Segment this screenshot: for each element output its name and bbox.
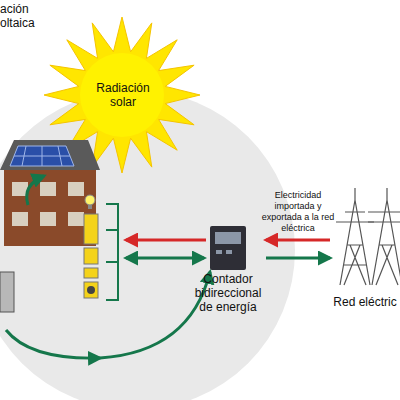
meter-node: Contador bidireccional de energía [190, 222, 266, 314]
node-text: ación oltaica [0, 2, 60, 30]
sun-circle: Radiación solar [88, 72, 158, 118]
import-connector [266, 239, 330, 242]
export-connector [266, 257, 330, 260]
solar-flow-arrow [27, 176, 44, 205]
node-text: Radiación solar [88, 81, 158, 109]
transmission-towers [336, 188, 400, 285]
house-label-node: ación oltaica [0, 2, 60, 242]
meter-flow-arrow [100, 272, 210, 358]
grid-node: Red eléctric [330, 185, 400, 309]
electrical-panel [84, 195, 118, 300]
house [0, 140, 100, 246]
sun-disc [80, 53, 164, 137]
inverter-flow-arrow [6, 330, 100, 358]
edge-label: Electricidad importada y exportada a la … [256, 190, 340, 234]
import-arrow [126, 239, 206, 242]
node-text: Contador bidireccional de energía [190, 272, 266, 314]
inverter-symbol [0, 272, 14, 312]
supply-arrow [126, 257, 204, 260]
node-text: Red eléctric [333, 295, 396, 309]
meter-symbol [210, 226, 246, 270]
